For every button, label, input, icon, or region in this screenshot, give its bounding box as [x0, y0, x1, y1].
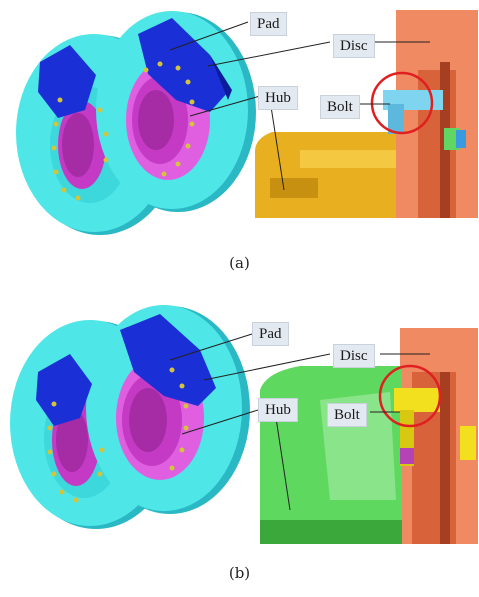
panel-b-section-washer [400, 448, 414, 464]
panel-b-section-disc-slot [440, 372, 450, 544]
panel-b-section-bolt [394, 388, 440, 412]
panel-b-section-hub-base [260, 520, 402, 544]
panel-b-label-hub: Hub [258, 398, 298, 422]
panel-a-label-hub: Hub [258, 86, 298, 110]
panel-a-hub-inner [138, 90, 174, 150]
panel-b-section-nut [460, 426, 476, 460]
panel-a-label-pad: Pad [250, 12, 287, 36]
panel-a-section-hub-shade [270, 178, 318, 198]
panel-b-label-pad: Pad [252, 322, 289, 346]
panel-b-caption: (b) [0, 564, 479, 582]
panel-b-label-bolt: Bolt [327, 403, 367, 427]
panel-a-section-washer [456, 130, 466, 148]
panel-a [16, 10, 478, 235]
panel-a-hub-back-inner [62, 113, 94, 177]
panel-a-section-hub [255, 132, 396, 218]
panel-b-hub-inner [129, 388, 167, 452]
panel-a-caption: (a) [0, 254, 479, 272]
panel-b [10, 305, 478, 544]
panel-a-section-hub-flange [300, 150, 396, 168]
panel-b-assembly [10, 305, 250, 529]
panel-b-label-disc: Disc [333, 344, 375, 368]
panel-a-label-disc: Disc [333, 34, 375, 58]
panel-a-label-bolt: Bolt [320, 95, 360, 119]
panel-a-assembly [16, 11, 256, 235]
